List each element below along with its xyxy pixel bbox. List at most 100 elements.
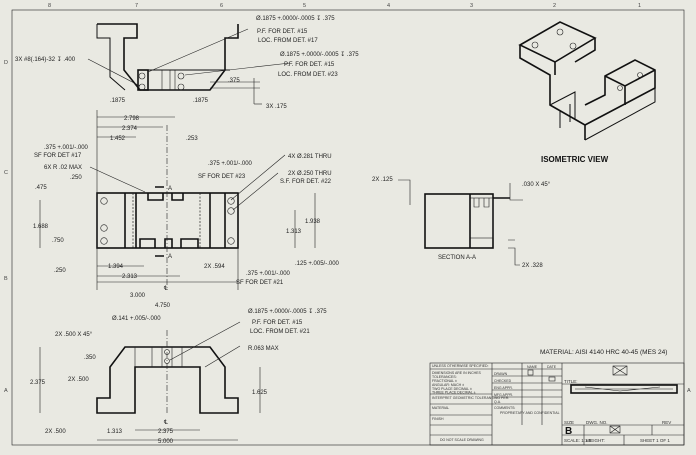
annotation-text: FINISH (432, 417, 444, 421)
annotation-text: LOC. FROM DET. #21 (250, 329, 310, 335)
annotation-text: SF FOR DET #17 (34, 153, 82, 159)
annotation-text: SF FOR DET #21 (236, 280, 284, 286)
annotation-text: SF FOR DET #23 (198, 174, 246, 180)
drawing-line (609, 425, 621, 434)
drawing-line (531, 41, 539, 49)
annotation-text: 2X .500 (68, 377, 89, 383)
annotation-text: PROPRIETARY AND CONFIDENTIAL (500, 411, 560, 415)
annotation-text: 1.313 (286, 229, 302, 235)
annotation-text: .125 +.005/-.000 (295, 261, 340, 267)
annotation-text: 2.375 (158, 429, 174, 435)
section-mark: A (168, 186, 172, 192)
section-a-a: 2X .125 .030 X 45° 2X .328 SECTION A-A (372, 177, 551, 269)
annotation-text: 2X .328 (522, 263, 543, 269)
annotation-text: S.F. FOR DET. #22 (280, 179, 332, 185)
section-mark: A (168, 254, 172, 260)
drawing-line (549, 88, 656, 141)
drawing-line (424, 193, 494, 249)
zone-2: 2 (553, 3, 556, 9)
front-view: A A ℄ 2.798 2.374 1.452 .253 .250 .475 1… (33, 110, 340, 309)
placeholder-box (527, 369, 534, 376)
annotation-text: .750 (52, 238, 64, 244)
annotation-text: 2X .594 (204, 264, 225, 270)
drawing-line (617, 85, 623, 91)
placeholder-box (609, 425, 621, 434)
isometric-view: ISOMETRIC VIEW (518, 21, 656, 164)
annotation-text: TWO PLACE DECIMAL ± (432, 387, 472, 391)
drawing-line (124, 193, 226, 248)
bottom-view-outline (96, 346, 239, 414)
annotation-text: TOLERANCES: (432, 375, 457, 379)
annotation-text: .030 X 45° (522, 182, 551, 188)
annotation-text: DIMENSIONS ARE IN INCHES (432, 371, 481, 375)
annotation-text: 2X .500 X 45° (55, 332, 93, 338)
annotation-text: 3.000 (130, 293, 146, 299)
annotation-text: .250 (54, 268, 66, 274)
annotation-text: Ø.1875 +.0000/-.0005 ↧ .375 (248, 308, 327, 315)
annotation-text: P.F. FOR DET. #15 (284, 62, 335, 68)
annotation-text: 2.375 (30, 380, 46, 386)
annotation-text: 1.625 (252, 390, 268, 396)
drawing-line (519, 38, 596, 140)
annotation-text: .375 +.001/-.000 (208, 161, 253, 167)
annotation-text: WEIGHT: (586, 438, 605, 443)
sheet-border (11, 9, 685, 446)
placeholder-box (612, 365, 628, 376)
drawing-line (637, 72, 643, 78)
annotation-text: DO NOT SCALE DRAWING (440, 438, 484, 442)
material-note: MATERIAL: AISI 4140 HRC 40-45 (MES 24) (540, 349, 667, 356)
drawing-line (398, 179, 523, 266)
drawing-line (89, 166, 146, 193)
drawing-line (147, 28, 249, 73)
hole-icon (138, 72, 146, 80)
annotation-text: TITLE: (564, 379, 578, 384)
drawing-line (204, 345, 241, 368)
annotation-text: ℄ (163, 286, 168, 292)
drawing-line (169, 321, 241, 361)
annotation-text: .250 (70, 175, 82, 181)
annotation-text: UNLESS OTHERWISE SPECIFIED: (432, 364, 489, 368)
bottom-view: Ø.1875 +.0000/-.0005 ↧ .375 P.F. FOR DET… (30, 308, 327, 445)
zone-7: 7 (135, 3, 138, 9)
annotation-text: COMMENTS: (494, 406, 515, 410)
annotation-text: SCALE: 1:1.5 (564, 438, 592, 443)
annotation-text: 4X Ø.281 THRU (288, 154, 332, 160)
annotation-text: .475 (35, 185, 47, 191)
drawing-line (430, 363, 684, 445)
top-view-outline (97, 23, 239, 91)
annotation-text: .375 (228, 78, 240, 84)
top-view: Ø.1875 +.0000/-.0005 ↧ .375 P.F. FOR DET… (15, 15, 359, 110)
drawing-line (612, 365, 628, 376)
zone-a-right: A (687, 388, 691, 394)
annotation-text: DWG. NO. (586, 420, 608, 425)
zone-6: 6 (220, 3, 223, 9)
hatched-region (469, 197, 494, 239)
zone-markers: 8 7 6 5 4 3 2 1 D C B A A (4, 3, 691, 394)
annotation-text: 6X R .02 MAX (44, 165, 82, 171)
annotation-text: REV (662, 420, 671, 425)
annotation-text: .253 (186, 136, 198, 142)
zone-d: D (4, 60, 8, 66)
drawing-line (575, 386, 673, 392)
annotation-text: MFG APPR. (494, 393, 513, 397)
annotation-text: .375 +.001/-.000 (44, 145, 89, 151)
annotation-text: 2.374 (122, 126, 138, 132)
annotation-text: 2X .125 (372, 177, 393, 183)
drawing-line (569, 42, 577, 50)
hole-icon (138, 83, 146, 91)
title-field (570, 384, 678, 394)
annotation-text: SIZE (564, 420, 574, 425)
annotation-text: Q.A. (494, 400, 501, 404)
drawing-line (132, 193, 201, 248)
zone-b: B (4, 276, 8, 282)
annotation-text: ANGULAR: MACH ± (432, 383, 464, 387)
drawing-line (604, 69, 656, 105)
zone-4: 4 (387, 3, 390, 9)
annotation-text: P.F. FOR DET. #15 (252, 320, 303, 326)
hole-icon (100, 224, 108, 232)
drawing-line (139, 238, 199, 248)
annotation-text: Ø.1875 +.0000/-.0005 ↧ .375 (280, 51, 359, 58)
annotation-text: .1875 (193, 98, 209, 104)
annotation-text: NAME (527, 365, 538, 369)
